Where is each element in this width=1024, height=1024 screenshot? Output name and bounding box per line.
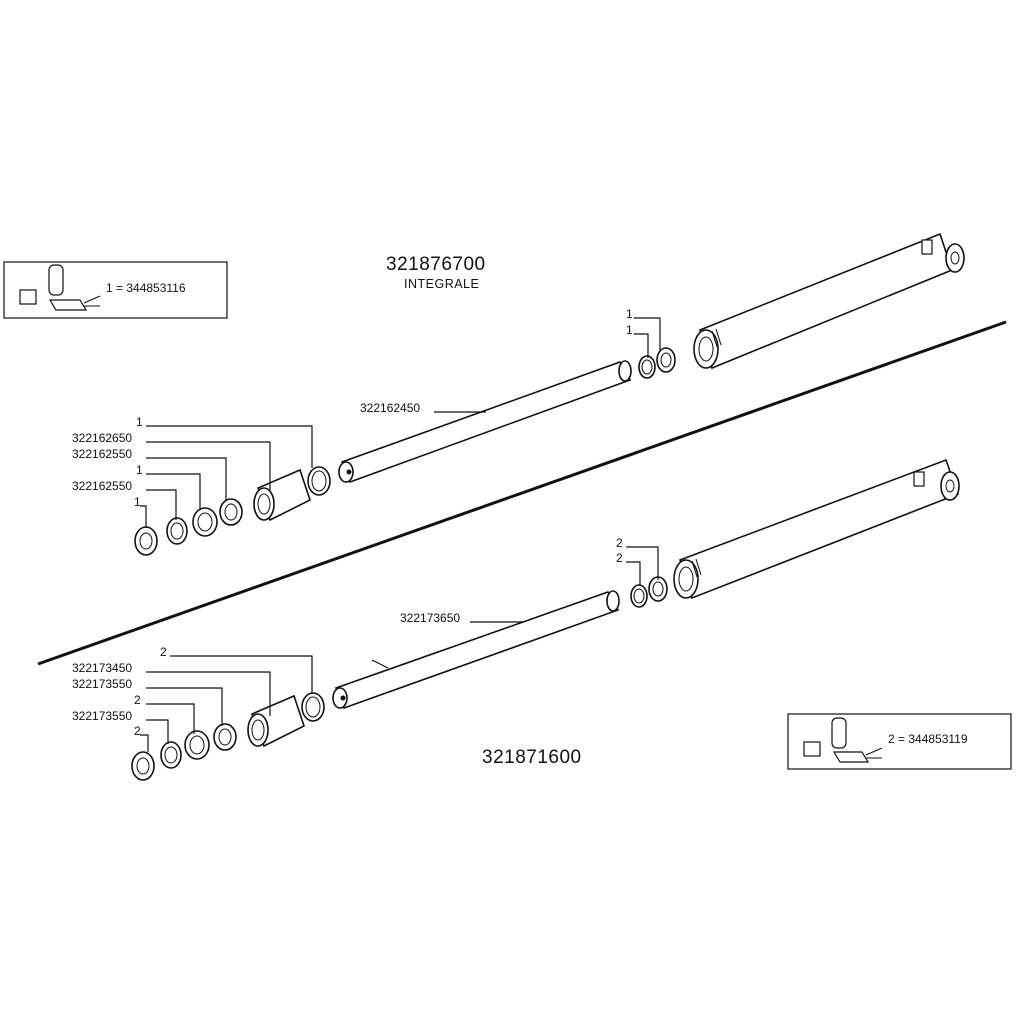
wiper-a [134,526,158,556]
seal-kit-icon [19,264,101,311]
label-ring-top-b1: 2 [616,536,623,550]
label-ring-top-b2: 2 [616,551,623,565]
assembly-b-code: 321871600 [482,747,582,768]
label-ring-top-a1: 1 [626,307,633,321]
guide-bushing-b [247,694,305,748]
label-guide-a: 322162650 [72,431,132,445]
label-seal-a-b: 322173550 [72,677,132,691]
piston-rod-a [338,360,632,484]
kit-a-text: 1 = 344853116 [106,281,186,295]
guide-bushing-a [253,468,311,522]
label-wiper-b: 2 [134,724,141,738]
cylinder-barrel-a [693,232,965,370]
label-guide-b: 322173450 [72,661,132,675]
divider-line [37,320,1007,666]
snap-ring-a [638,355,656,379]
label-rod-b: 322173650 [400,611,460,625]
label-wiper-a: 1 [134,495,141,509]
seal-b2 [184,730,210,760]
assembly-a-code: 321876700 [386,254,486,275]
label-seal-b-b: 322173550 [72,709,132,723]
seal-b1 [213,723,237,751]
label-oring-b: 2 [160,645,167,659]
cylinder-barrel-b [673,458,960,600]
seal-a1 [219,498,243,526]
kit-box-a: 1 = 344853116 [3,261,228,319]
piston-rod-b [332,590,620,710]
snap-ring-b [630,584,648,608]
label-ring-top-a2: 1 [626,323,633,337]
label-oring-a: 1 [136,415,143,429]
ring-a [166,517,188,545]
nut-a [656,347,676,373]
label-seal-b-a: 322162550 [72,479,132,493]
label-ring-mid-b: 2 [134,693,141,707]
label-ring-mid-a: 1 [136,463,143,477]
seal-kit-icon [803,717,883,763]
label-rod-a: 322162450 [360,401,420,415]
assembly-a-subtitle: INTEGRALE [404,277,479,291]
kit-box-b: 2 = 344853119 [787,713,1012,770]
seal-a2 [192,507,218,537]
kit-b-text: 2 = 344853119 [888,732,968,746]
label-seal-a-a: 322162550 [72,447,132,461]
ring-b [160,741,182,769]
wiper-b [131,751,155,781]
nut-b [648,576,668,602]
